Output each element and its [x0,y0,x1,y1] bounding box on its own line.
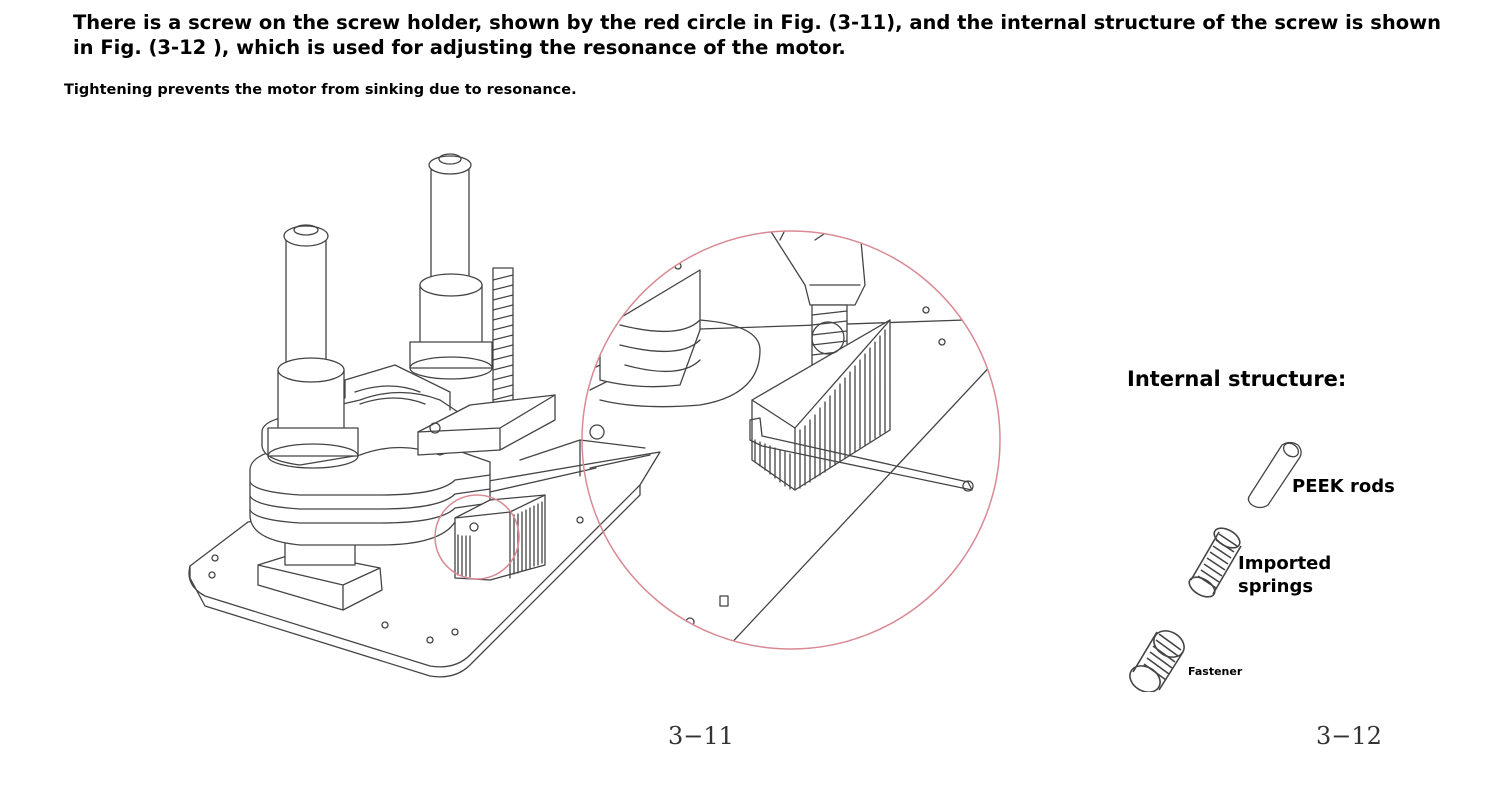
part-label-imported-springs: Imported springs [1238,553,1332,597]
lead-screw [492,267,514,409]
note-text: Tightening prevents the motor from sinki… [64,82,577,98]
stepper-motor [454,494,546,581]
peek-rod-illustration [1247,441,1302,509]
figure-number-3-12: 3−12 [1316,722,1382,750]
highlight-circle-small [434,494,520,580]
internal-structure-title: Internal structure: [1127,367,1347,391]
spring-illustration [1188,527,1242,598]
bracket-screw [589,424,605,440]
detail-magnified-view [581,230,1001,650]
part-label-peek-rods: PEEK rods [1292,476,1395,497]
left-column [267,224,359,469]
right-column [409,153,493,380]
part-label-fastener: Fastener [1188,665,1243,678]
bracket [519,439,651,477]
figure-number-3-11: 3−11 [668,722,734,750]
description-text: There is a screw on the screw holder, sh… [73,11,1441,59]
callout-line [489,467,597,493]
carriage-plate [417,394,556,456]
fastener-illustration [1129,630,1185,692]
